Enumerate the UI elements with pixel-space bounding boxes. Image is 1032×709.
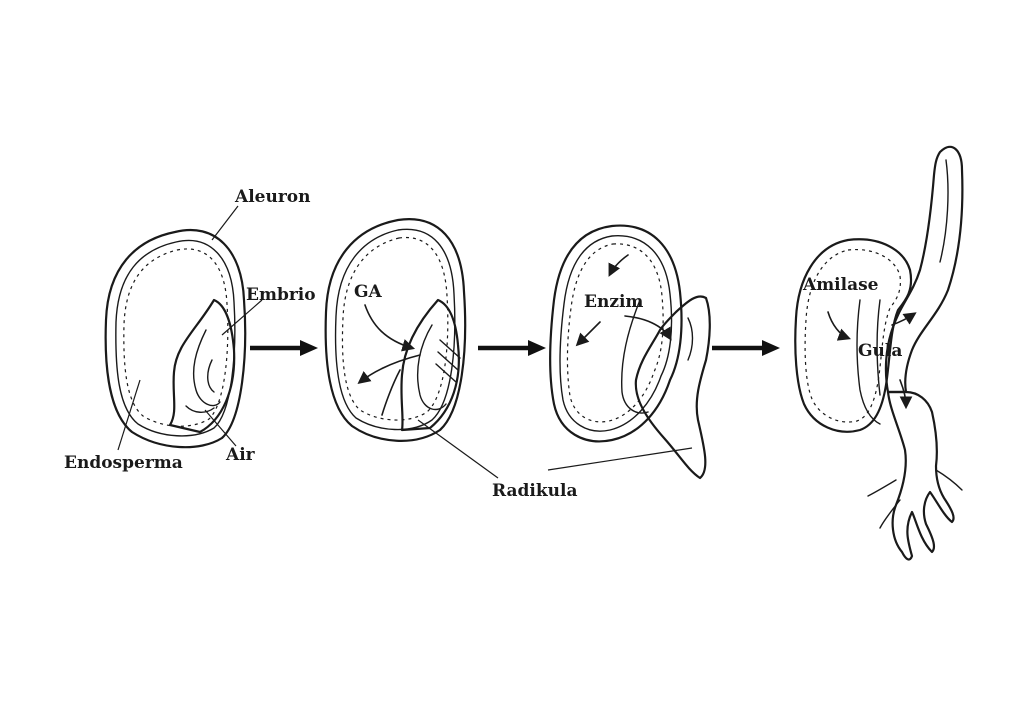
label-aleuron: Aleuron (234, 187, 310, 207)
embryo-2 (400, 298, 460, 432)
seed-coat-4 (794, 238, 913, 433)
label-radikula: Radikula (492, 481, 578, 501)
leader-radikula-right (547, 447, 693, 471)
label-embrio: Embrio (246, 285, 316, 305)
seed-stage-1 (104, 228, 247, 449)
seed-coat-2 (324, 218, 467, 442)
radicle-3 (634, 295, 711, 480)
label-gula: Gula (858, 341, 902, 361)
leader-embrio (221, 299, 263, 336)
aleurone-layer-1 (123, 248, 229, 427)
embryo-1 (168, 298, 236, 434)
aleurone-layer-4 (804, 248, 901, 423)
root-4 (886, 390, 955, 561)
seed-coat-inner-3 (559, 235, 673, 432)
label-ga: GA (354, 282, 383, 302)
leader-air (204, 409, 237, 447)
leader-aleuron (211, 205, 239, 241)
aleurone-layer-3 (566, 243, 664, 423)
stage-arrow-1 (250, 340, 318, 356)
seed-stage-4 (794, 145, 964, 561)
stage-arrow-2 (478, 340, 546, 356)
stage-arrow-3 (712, 340, 780, 356)
leader-radikula-left (417, 419, 499, 479)
seed-coat-inner-1 (115, 239, 236, 437)
seed-coat-3 (549, 224, 683, 443)
label-amilase: Amilase (802, 275, 879, 295)
seed-coat-inner-2 (334, 228, 456, 431)
label-endosperma: Endosperma (64, 453, 183, 473)
seed-stage-3 (549, 224, 711, 480)
label-enzim: Enzim (584, 292, 643, 312)
seed-coat-1 (104, 228, 247, 449)
label-air: Air (225, 445, 256, 465)
seed-stage-2 (324, 218, 467, 442)
leader-endosperma (117, 379, 141, 451)
aleurone-layer-2 (341, 236, 449, 421)
